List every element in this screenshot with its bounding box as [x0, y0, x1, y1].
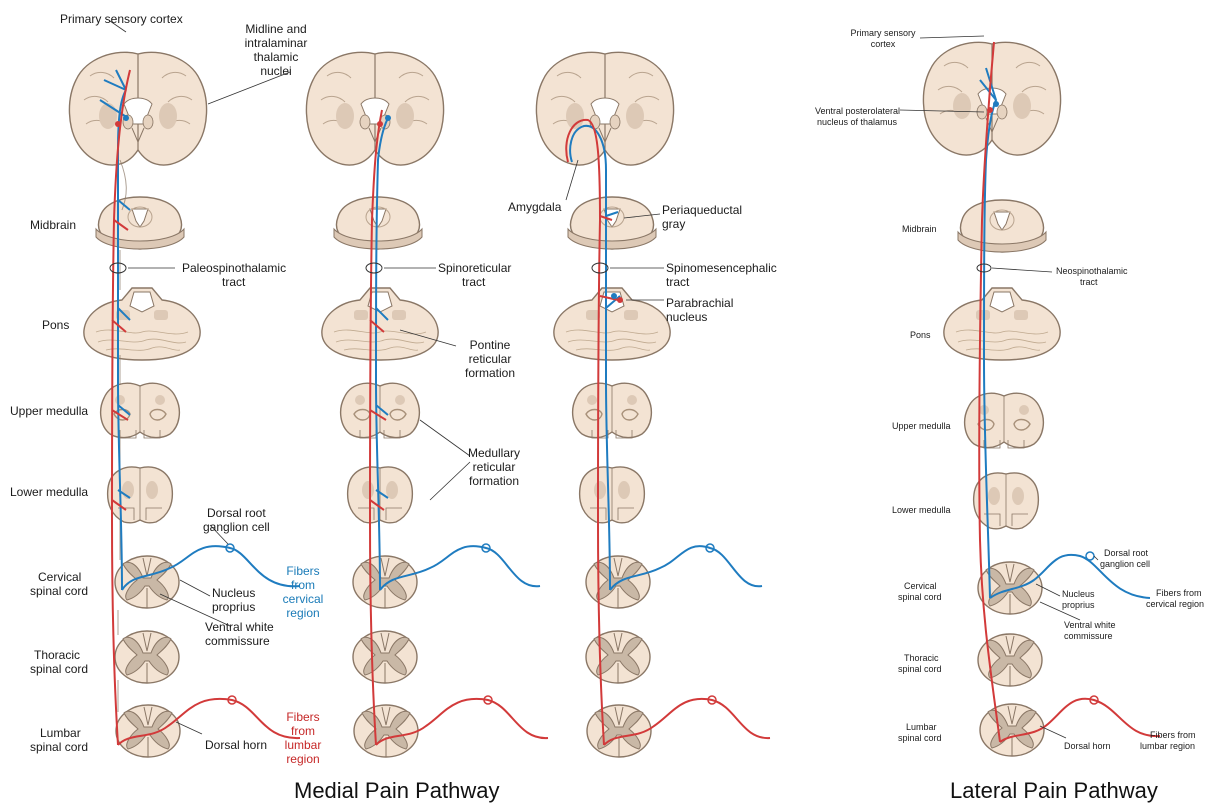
label-lat-nucleus-2: proprius	[1062, 600, 1095, 611]
label-lat-vwc-2: commissure	[1064, 631, 1113, 642]
label-parabrachial-2: nucleus	[666, 310, 707, 324]
label-vpl-1: Ventral posterolateral	[815, 106, 900, 117]
column-spinomesencephalic	[536, 52, 770, 757]
label-medullary-rf-2: reticular	[456, 460, 532, 474]
label-lumbar-2: spinal cord	[30, 740, 88, 754]
label-lat-thoracic-2: spinal cord	[898, 664, 942, 675]
label-spinoreticular-1: Spinoreticular	[438, 261, 511, 275]
label-lat-lumbar-fibers-2: lumbar region	[1140, 741, 1195, 752]
label-thoracic-2: spinal cord	[30, 662, 88, 676]
label-cervical-fibers-4: region	[278, 606, 328, 620]
label-pontine-rf-3: formation	[456, 366, 524, 380]
label-thoracic-1: Thoracic	[34, 648, 80, 662]
label-lat-lower-medulla: Lower medulla	[892, 505, 951, 516]
label-lat-thoracic-1: Thoracic	[904, 653, 939, 664]
label-lat-cervical-2: spinal cord	[898, 592, 942, 603]
label-cervical-fibers-2: from	[278, 578, 328, 592]
label-cervical-fibers-3: cervical	[278, 592, 328, 606]
label-lat-lumbar-1: Lumbar	[906, 722, 937, 733]
label-lumbar-fibers-2: from	[278, 724, 328, 738]
label-dorsal-horn: Dorsal horn	[205, 738, 267, 752]
label-lat-vwc-1: Ventral white	[1064, 620, 1116, 631]
label-primary-sensory-cortex: Primary sensory cortex	[60, 12, 183, 26]
label-lat-midbrain: Midbrain	[902, 224, 937, 235]
label-vpl-2: nucleus of thalamus	[817, 117, 897, 128]
label-lat-drg-2: ganglion cell	[1100, 559, 1150, 570]
label-periaqueductal-1: Periaqueductal	[662, 203, 742, 217]
label-amygdala: Amygdala	[508, 200, 561, 214]
label-parabrachial-1: Parabrachial	[666, 296, 733, 310]
label-lat-lumbar-fibers-1: Fibers from	[1150, 730, 1196, 741]
label-neospinothalamic-1: Neospinothalamic	[1056, 266, 1128, 277]
label-lat-upper-medulla: Upper medulla	[892, 421, 951, 432]
caption-medial-pain-pathway: Medial Pain Pathway	[294, 778, 499, 804]
label-spinomesencephalic-2: tract	[666, 275, 689, 289]
label-lat-cervical-fibers-2: cervical region	[1146, 599, 1204, 610]
label-lat-dorsal-horn: Dorsal horn	[1064, 741, 1111, 752]
label-neospinothalamic-2: tract	[1080, 277, 1098, 288]
label-nucleus-proprius-1: Nucleus	[212, 586, 255, 600]
label-upper-medulla: Upper medulla	[10, 404, 88, 418]
label-pons: Pons	[42, 318, 69, 332]
label-lat-primary-cortex-2: cortex	[850, 39, 916, 50]
caption-lateral-pain-pathway: Lateral Pain Pathway	[950, 778, 1158, 804]
label-thalamic-nuclei-1: Midline and	[236, 22, 316, 36]
label-thalamic-nuclei-3: thalamic	[236, 50, 316, 64]
label-lumbar-fibers-4: region	[278, 752, 328, 766]
label-periaqueductal-2: gray	[662, 217, 685, 231]
label-paleospinothalamic-2: tract	[222, 275, 245, 289]
label-cervical-2: spinal cord	[30, 584, 88, 598]
label-lat-lumbar-2: spinal cord	[898, 733, 942, 744]
label-paleospinothalamic-1: Paleospinothalamic	[182, 261, 286, 275]
label-ventral-white-commissure-1: Ventral white	[205, 620, 274, 634]
label-ventral-white-commissure-2: commissure	[205, 634, 270, 648]
label-drg-1: Dorsal root	[207, 506, 266, 520]
column-neospinothalamic	[900, 36, 1160, 756]
label-lat-cervical-1: Cervical	[904, 581, 937, 592]
label-cervical-fibers-1: Fibers	[278, 564, 328, 578]
label-lat-pons: Pons	[910, 330, 931, 341]
label-lat-nucleus-1: Nucleus	[1062, 589, 1095, 600]
label-pontine-rf-1: Pontine	[456, 338, 524, 352]
column-spinoreticular	[306, 52, 548, 757]
label-lat-drg-1: Dorsal root	[1104, 548, 1148, 559]
label-spinoreticular-2: tract	[462, 275, 485, 289]
label-midbrain: Midbrain	[30, 218, 76, 232]
label-lumbar-fibers-1: Fibers	[278, 710, 328, 724]
label-pontine-rf-2: reticular	[456, 352, 524, 366]
label-medullary-rf-1: Medullary	[456, 446, 532, 460]
label-nucleus-proprius-2: proprius	[212, 600, 255, 614]
label-thalamic-nuclei-2: intralaminar	[236, 36, 316, 50]
label-lower-medulla: Lower medulla	[10, 485, 88, 499]
label-medullary-rf-3: formation	[456, 474, 532, 488]
label-spinomesencephalic-1: Spinomesencephalic	[666, 261, 777, 275]
label-thalamic-nuclei-4: nuclei	[236, 64, 316, 78]
label-lumbar-fibers-3: lumbar	[278, 738, 328, 752]
label-lat-cervical-fibers-1: Fibers from	[1156, 588, 1202, 599]
label-lumbar-1: Lumbar	[40, 726, 81, 740]
label-cervical-1: Cervical	[38, 570, 81, 584]
label-drg-2: ganglion cell	[203, 520, 270, 534]
label-lat-primary-cortex-1: Primary sensory	[850, 28, 916, 39]
